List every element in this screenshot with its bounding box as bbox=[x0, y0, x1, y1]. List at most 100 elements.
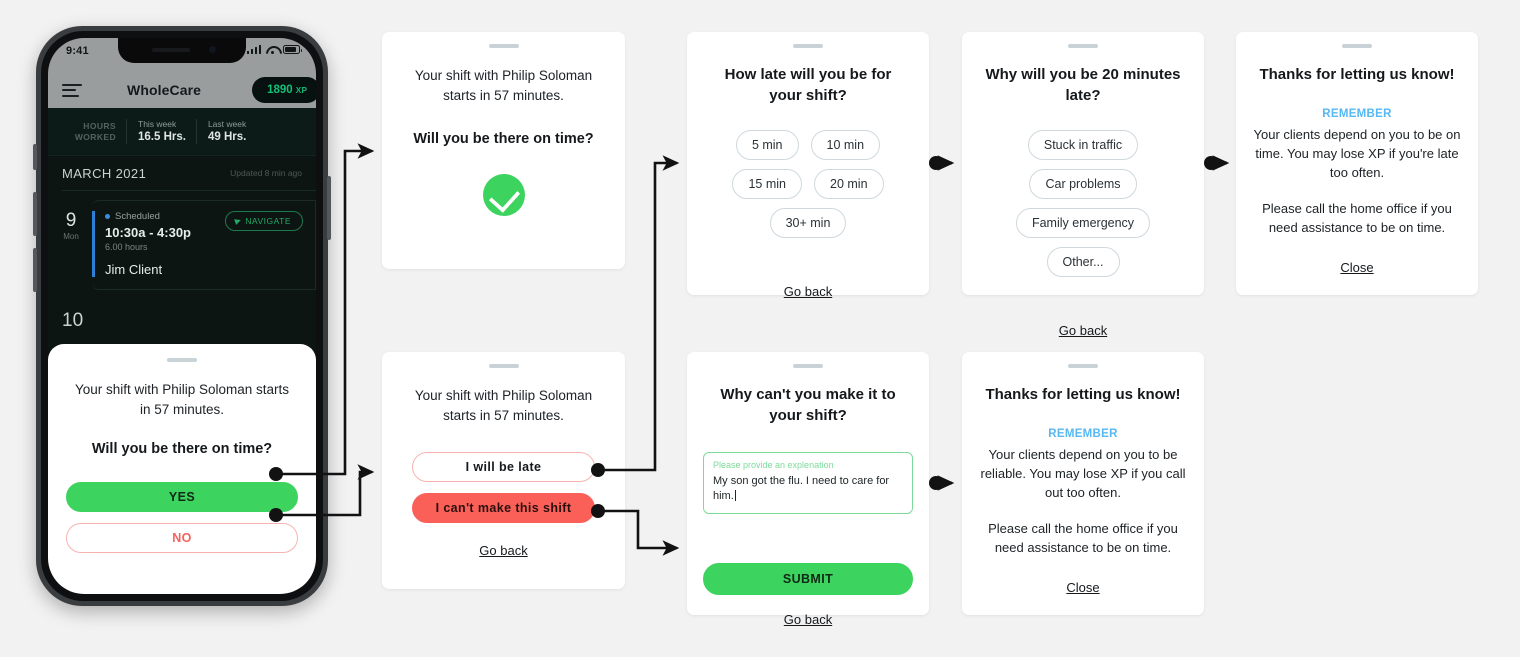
schedule-status: Scheduled bbox=[105, 211, 303, 222]
signal-bars-icon bbox=[246, 45, 261, 54]
textarea-text: My son got the flu. I need to care for h… bbox=[713, 474, 890, 503]
drag-handle[interactable] bbox=[488, 364, 519, 368]
navigation-arrow-icon bbox=[234, 217, 243, 225]
why-cant-title: Why can't you make it to your shift? bbox=[720, 386, 896, 424]
i-cant-make-this-shift-button[interactable]: I can't make this shift bbox=[412, 493, 595, 524]
hours-cell-value: 49 Hrs. bbox=[207, 130, 247, 143]
drag-handle[interactable] bbox=[1342, 44, 1372, 48]
schedule-client-name: Jim Client bbox=[105, 262, 163, 277]
go-back-link[interactable]: Go back bbox=[1058, 323, 1108, 338]
earpiece-speaker-icon bbox=[152, 48, 190, 52]
explanation-textarea[interactable]: Please provide an explenation My son got… bbox=[703, 452, 913, 515]
hours-cell-this-week: This week 16.5 Hrs. bbox=[126, 118, 186, 145]
thanks-late-title: Thanks for letting us know! bbox=[1259, 66, 1455, 83]
sheet-question: Will you be there on time? bbox=[91, 441, 273, 458]
phone-bottom-sheet: Your shift with Philip Soloman starts in… bbox=[48, 344, 316, 594]
drag-handle[interactable] bbox=[488, 44, 519, 48]
wifi-icon bbox=[266, 45, 278, 54]
close-link[interactable]: Close bbox=[1066, 579, 1100, 595]
text-caret bbox=[734, 490, 736, 502]
close-link[interactable]: Close bbox=[1340, 259, 1374, 275]
go-back-link[interactable]: Go back bbox=[479, 543, 528, 559]
hours-cell-key: Last week bbox=[207, 118, 247, 129]
app-bar: WholeCare 1890 XP bbox=[48, 72, 316, 108]
xp-unit: XP bbox=[295, 85, 307, 95]
confirm-question: Will you be there on time? bbox=[413, 131, 594, 148]
status-dot-icon bbox=[105, 214, 110, 219]
battery-icon bbox=[283, 45, 302, 54]
remember-label: REMEMBER bbox=[1048, 428, 1118, 440]
phone-notch bbox=[118, 38, 246, 63]
hours-worked-section: HOURS WORKED This week 16.5 Hrs. Last we… bbox=[48, 108, 316, 156]
next-day-number: 10 bbox=[62, 310, 84, 331]
thanks-late-body-1: Your clients depend on you to be on time… bbox=[1253, 127, 1461, 181]
phone-screen: 9:41 WholeCare 1890 XP HOURS WORKED bbox=[48, 38, 316, 594]
card-why-cant: Why can't you make it to your shift? Ple… bbox=[687, 352, 929, 627]
go-back-link[interactable]: Go back bbox=[783, 284, 833, 299]
option-chip[interactable]: 15 min bbox=[732, 169, 802, 199]
textarea-value: My son got the flu. I need to care for h… bbox=[713, 474, 903, 505]
hours-cell-last-week: Last week 49 Hrs. bbox=[195, 118, 247, 145]
why-late-title: Why will you be 20 minutes late? bbox=[985, 66, 1181, 104]
remember-label: REMEMBER bbox=[1322, 108, 1392, 120]
schedule-status-label: Scheduled bbox=[115, 211, 160, 222]
card-how-late: How late will you be for your shift? 5 m… bbox=[687, 32, 929, 299]
navigate-button[interactable]: NAVIGATE bbox=[225, 211, 303, 231]
status-time: 9:41 bbox=[66, 45, 89, 57]
xp-value: 1890 bbox=[267, 84, 293, 96]
thanks-cant-title: Thanks for letting us know! bbox=[985, 386, 1181, 403]
option-chip[interactable]: 5 min bbox=[735, 130, 799, 160]
connector-dot-how-late bbox=[929, 156, 943, 170]
connector-dot-why-cant bbox=[929, 476, 943, 490]
divider bbox=[62, 190, 316, 191]
schedule-day: 9 Mon bbox=[56, 211, 86, 241]
textarea-placeholder: Please provide an explenation bbox=[713, 460, 834, 470]
option-chip[interactable]: 20 min bbox=[814, 169, 884, 199]
go-back-link[interactable]: Go back bbox=[783, 612, 833, 628]
option-chip[interactable]: Other... bbox=[1046, 247, 1120, 277]
hours-cell-key: This week bbox=[138, 118, 177, 129]
submit-button[interactable]: SUBMIT bbox=[703, 563, 913, 596]
month-header: MARCH 2021 Updated 8 min ago bbox=[48, 156, 316, 190]
xp-badge[interactable]: 1890 XP bbox=[252, 77, 316, 103]
option-chip[interactable]: Car problems bbox=[1029, 169, 1137, 199]
yes-button[interactable]: YES bbox=[66, 481, 298, 512]
schedule-details: Scheduled 10:30a - 4:30p 6.00 hours Jim … bbox=[92, 211, 303, 277]
thanks-late-body-2: Please call the home office if you need … bbox=[1262, 201, 1452, 236]
hours-cell-value: 16.5 Hrs. bbox=[138, 130, 186, 143]
option-chip[interactable]: 30+ min bbox=[769, 208, 847, 238]
card-on-time-confirm: Your shift with Philip Soloman starts in… bbox=[382, 32, 625, 269]
drag-handle[interactable] bbox=[1068, 44, 1098, 48]
schedule-day-name: Mon bbox=[63, 232, 79, 241]
green-check-circle-icon bbox=[482, 173, 525, 216]
how-late-options: 5 min 10 min 15 min 20 min 30+ min bbox=[687, 130, 929, 238]
drag-handle[interactable] bbox=[167, 358, 197, 362]
phone-mute-switch bbox=[33, 144, 37, 170]
option-chip[interactable]: Stuck in traffic bbox=[1027, 130, 1139, 160]
schedule-duration: 6.00 hours bbox=[105, 242, 148, 252]
no-button[interactable]: NO bbox=[66, 522, 298, 553]
card-thanks-cant: Thanks for letting us know! REMEMBER You… bbox=[962, 352, 1204, 615]
drag-handle[interactable] bbox=[793, 364, 823, 368]
drag-handle[interactable] bbox=[1068, 364, 1098, 368]
hamburger-menu-icon[interactable] bbox=[62, 83, 82, 97]
schedule-day-number: 9 bbox=[65, 210, 77, 231]
connector-dot-why-late bbox=[1204, 156, 1218, 170]
phone-volume-down-button bbox=[33, 248, 37, 292]
i-will-be-late-button[interactable]: I will be late bbox=[412, 452, 595, 483]
choose-subtitle: Your shift with Philip Soloman starts in… bbox=[414, 388, 593, 423]
thanks-cant-body-2: Please call the home office if you need … bbox=[988, 521, 1178, 556]
sheet-subtitle: Your shift with Philip Soloman starts in… bbox=[74, 382, 290, 417]
option-chip[interactable]: 10 min bbox=[810, 130, 881, 160]
month-title: MARCH 2021 bbox=[62, 165, 147, 181]
schedule-card[interactable]: 9 Mon Scheduled 10:30a - 4:30p 6.00 hour… bbox=[63, 200, 316, 290]
how-late-title: How late will you be for your shift? bbox=[724, 66, 892, 104]
card-choose-late-or-cant: Your shift with Philip Soloman starts in… bbox=[382, 352, 625, 589]
navigate-label: NAVIGATE bbox=[245, 216, 291, 226]
phone-volume-up-button bbox=[33, 192, 37, 236]
drag-handle[interactable] bbox=[793, 44, 823, 48]
option-chip[interactable]: Family emergency bbox=[1015, 208, 1151, 238]
card-why-late: Why will you be 20 minutes late? Stuck i… bbox=[962, 32, 1204, 338]
front-camera-icon bbox=[209, 46, 216, 53]
